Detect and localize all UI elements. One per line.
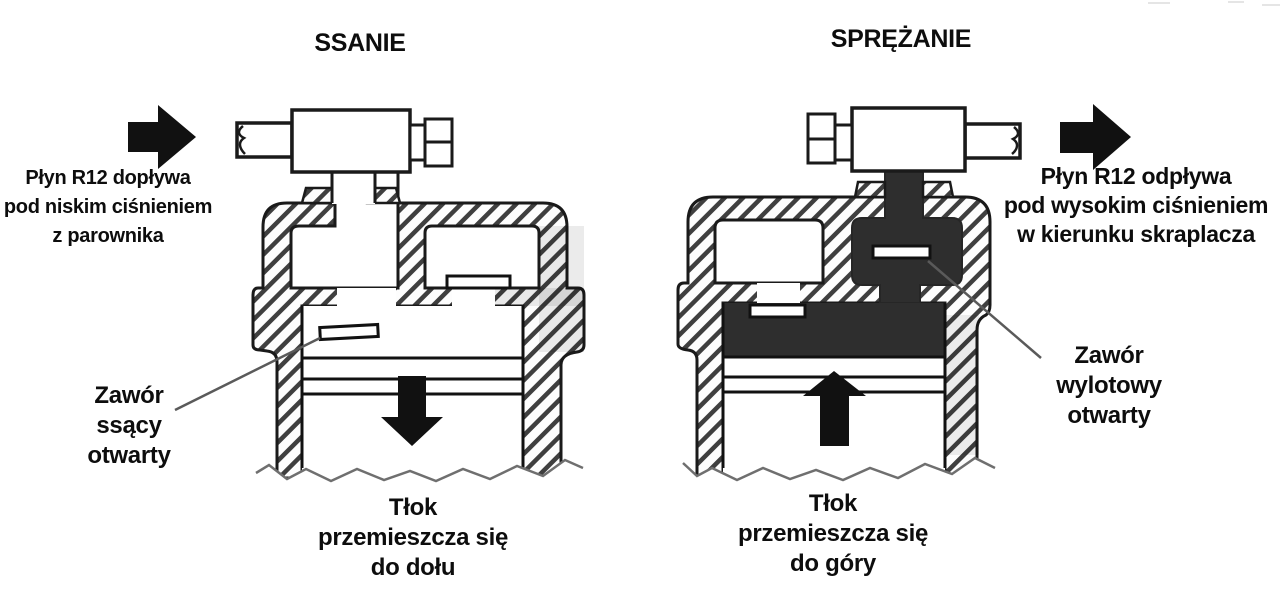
suction-reed-closed bbox=[748, 303, 807, 319]
piston-motion-label-left: Tłok przemieszcza się do dołu bbox=[318, 494, 508, 581]
suction-port-left bbox=[337, 288, 396, 307]
discharge-port-left bbox=[452, 289, 495, 306]
suction-port-right bbox=[757, 283, 800, 304]
pipe-break-mark bbox=[1010, 126, 1020, 155]
leader-line-discharge-valve bbox=[927, 260, 1042, 359]
panel-title-compression: SPRĘŻANIE bbox=[830, 25, 972, 53]
shading bbox=[539, 226, 584, 352]
mount-boss bbox=[300, 186, 335, 205]
valve-neck-left bbox=[332, 170, 375, 204]
shading bbox=[945, 315, 979, 455]
discharge-chamber-left bbox=[423, 224, 541, 290]
piston-down-arrow-icon bbox=[381, 376, 443, 446]
flow-in-description: Płyn R12 dopływa pod niskim ciśnieniem z… bbox=[3, 167, 213, 247]
pipe-break-mark bbox=[237, 125, 247, 155]
discharge-reed-closed bbox=[445, 274, 512, 290]
mount-boss bbox=[921, 180, 955, 199]
suction-reed-open bbox=[318, 322, 380, 342]
discharge-valve-label: Zawór wylotowy otwarty bbox=[1056, 342, 1162, 429]
piston-motion-label-right: Tłok przemieszcza się do góry bbox=[738, 490, 928, 577]
service-valve-left bbox=[235, 108, 454, 174]
suction-valve-label: Zawór ssący otwarty bbox=[87, 382, 171, 469]
right-compressor-cross-section bbox=[676, 104, 1131, 482]
leader-line-suction-valve bbox=[174, 336, 321, 412]
piston-left bbox=[300, 306, 525, 468]
flow-in-arrow-icon bbox=[128, 105, 196, 169]
left-compressor-cross-section bbox=[128, 105, 586, 483]
service-valve-right bbox=[806, 106, 1022, 173]
torn-edge-right bbox=[682, 456, 996, 482]
scan-artifact bbox=[1148, 1, 1280, 6]
suction-chamber-right bbox=[713, 218, 825, 285]
torn-edge-left bbox=[255, 458, 584, 483]
discharge-reed-open bbox=[871, 244, 932, 260]
mount-boss bbox=[853, 180, 887, 199]
panel-title-suction: SSANIE bbox=[314, 29, 406, 57]
flow-out-description: Płyn R12 odpływa pod wysokim ciśnieniem … bbox=[1003, 163, 1269, 247]
shading bbox=[495, 288, 584, 306]
flow-out-arrow-icon bbox=[1060, 104, 1131, 170]
piston-up-arrow-icon bbox=[803, 371, 866, 446]
